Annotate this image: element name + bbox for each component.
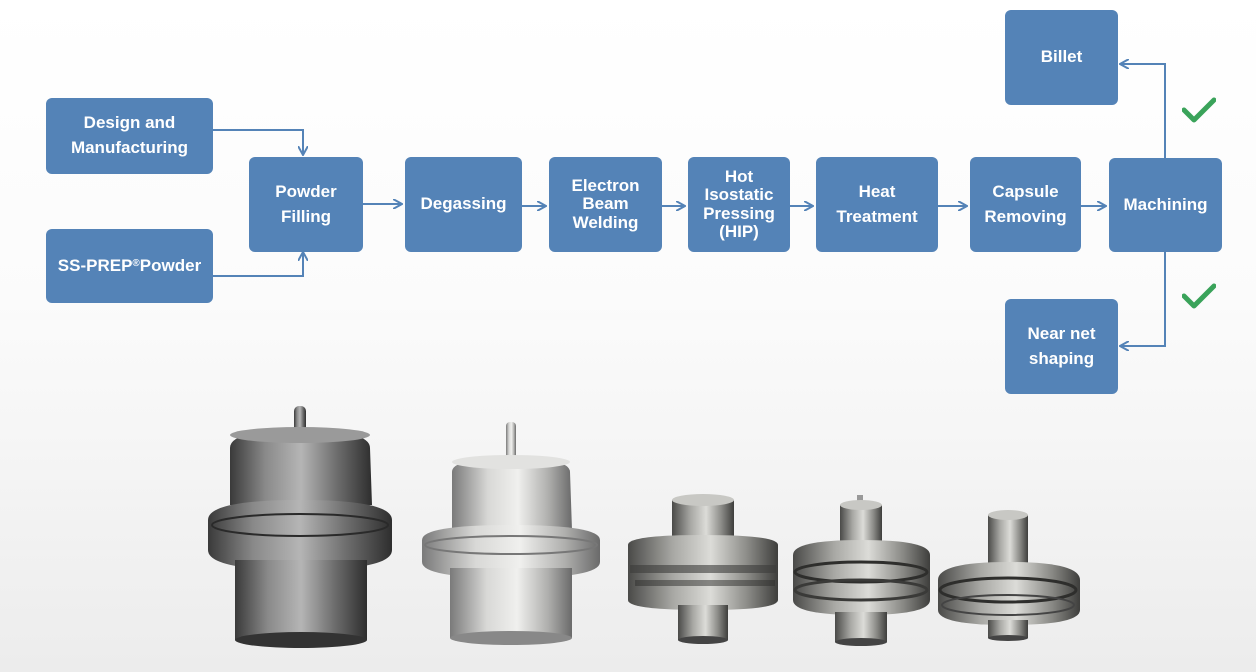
step-degassing: Degassing: [405, 157, 522, 252]
step-ss-prep-powder: SS-PREP®Powder: [46, 229, 213, 303]
step-hot-isostatic-pressing: Hot Isostatic Pressing (HIP): [688, 157, 790, 252]
registered-mark: ®: [132, 257, 140, 269]
product-photos: [208, 406, 1080, 648]
photo-machined-part-2: [793, 495, 930, 646]
step-machining: Machining: [1109, 158, 1222, 252]
connector-arrows: [212, 0, 1166, 400]
output-billet: Billet: [1005, 10, 1118, 105]
step-electron-beam-welding: Electron Beam Welding: [549, 157, 662, 252]
photo-capsule-large: [208, 406, 392, 648]
step-design-manufacturing: Design and Manufacturing: [46, 98, 213, 174]
arrow-machining-to-billet: [1121, 64, 1166, 158]
step-heat-treatment: Heat Treatment: [816, 157, 938, 252]
checkmark-icon-nearnet: [1182, 283, 1216, 309]
output-near-net-shaping: Near net shaping: [1005, 299, 1118, 394]
step-capsule-removing: Capsule Removing: [970, 157, 1081, 252]
process-flow-diagram: Design and Manufacturing SS-PREP® Powder …: [46, 0, 1222, 400]
photo-machined-part-3: [938, 510, 1080, 641]
checkmark-icon-billet: [1182, 97, 1216, 123]
photo-machined-part-1: [628, 494, 778, 644]
arrow-machining-to-nearnet: [1121, 252, 1166, 346]
arrow-design-to-filling: [212, 129, 303, 154]
arrow-powder-to-filling: [212, 253, 303, 277]
step-powder-filling: Powder Filling: [249, 157, 363, 252]
powder-word: Powder: [139, 255, 202, 275]
powder-name: SS-PREP: [57, 255, 133, 275]
photo-capsule-polished: [422, 422, 600, 645]
